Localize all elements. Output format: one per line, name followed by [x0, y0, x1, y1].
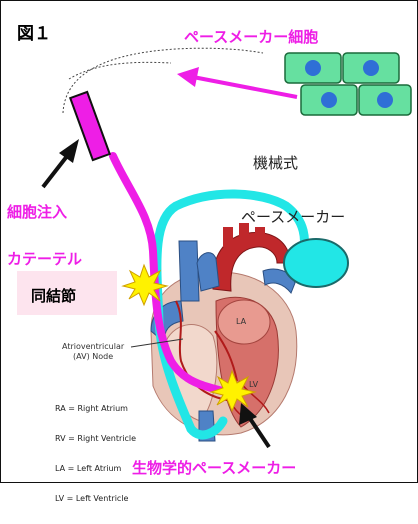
- av-node-label: Atrioventricular (AV) Node: [62, 342, 124, 362]
- figure-label: 図１: [17, 19, 51, 44]
- heart-legend: RA = Right Atrium RV = Right Ventricle L…: [55, 384, 136, 524]
- av-node-label-line1: Atrioventricular: [62, 342, 124, 352]
- mechanical-pacemaker-device: [284, 239, 348, 287]
- pacemaker-cells: [285, 53, 411, 115]
- legend-ra: RA = Right Atrium: [55, 404, 136, 414]
- catheter-pointer-arrow: [43, 139, 79, 187]
- catheter-label: カテーテル: [7, 248, 82, 269]
- dashed-catheter-path: [63, 48, 263, 113]
- legend-lv: LV = Left Ventricle: [55, 494, 136, 504]
- injection-arrow: [177, 67, 297, 97]
- lv-label: LV: [249, 380, 258, 389]
- dashed-catheter-path-2: [69, 62, 171, 79]
- heart-illustration: [151, 223, 297, 441]
- sinus-node-label: 同結節: [31, 285, 76, 306]
- la-label: LA: [236, 317, 246, 326]
- av-node-label-line2: (AV) Node: [62, 352, 124, 362]
- legend-rv: RV = Right Ventricle: [55, 434, 136, 444]
- figure-frame: 図１ ペースメーカー細胞 細胞注入 カテーテル 機械式 ペースメーカー 同結節 …: [0, 0, 418, 483]
- mechanical-label: 機械式: [253, 152, 298, 173]
- legend-la: LA = Left Atrium: [55, 464, 136, 474]
- biological-pacemaker-label: 生物学的ペースメーカー: [132, 457, 296, 478]
- mechanical-pacemaker-label: ペースメーカー: [241, 206, 345, 227]
- cell-injection-label: 細胞注入: [7, 201, 67, 222]
- pacemaker-cells-label: ペースメーカー細胞: [184, 26, 318, 47]
